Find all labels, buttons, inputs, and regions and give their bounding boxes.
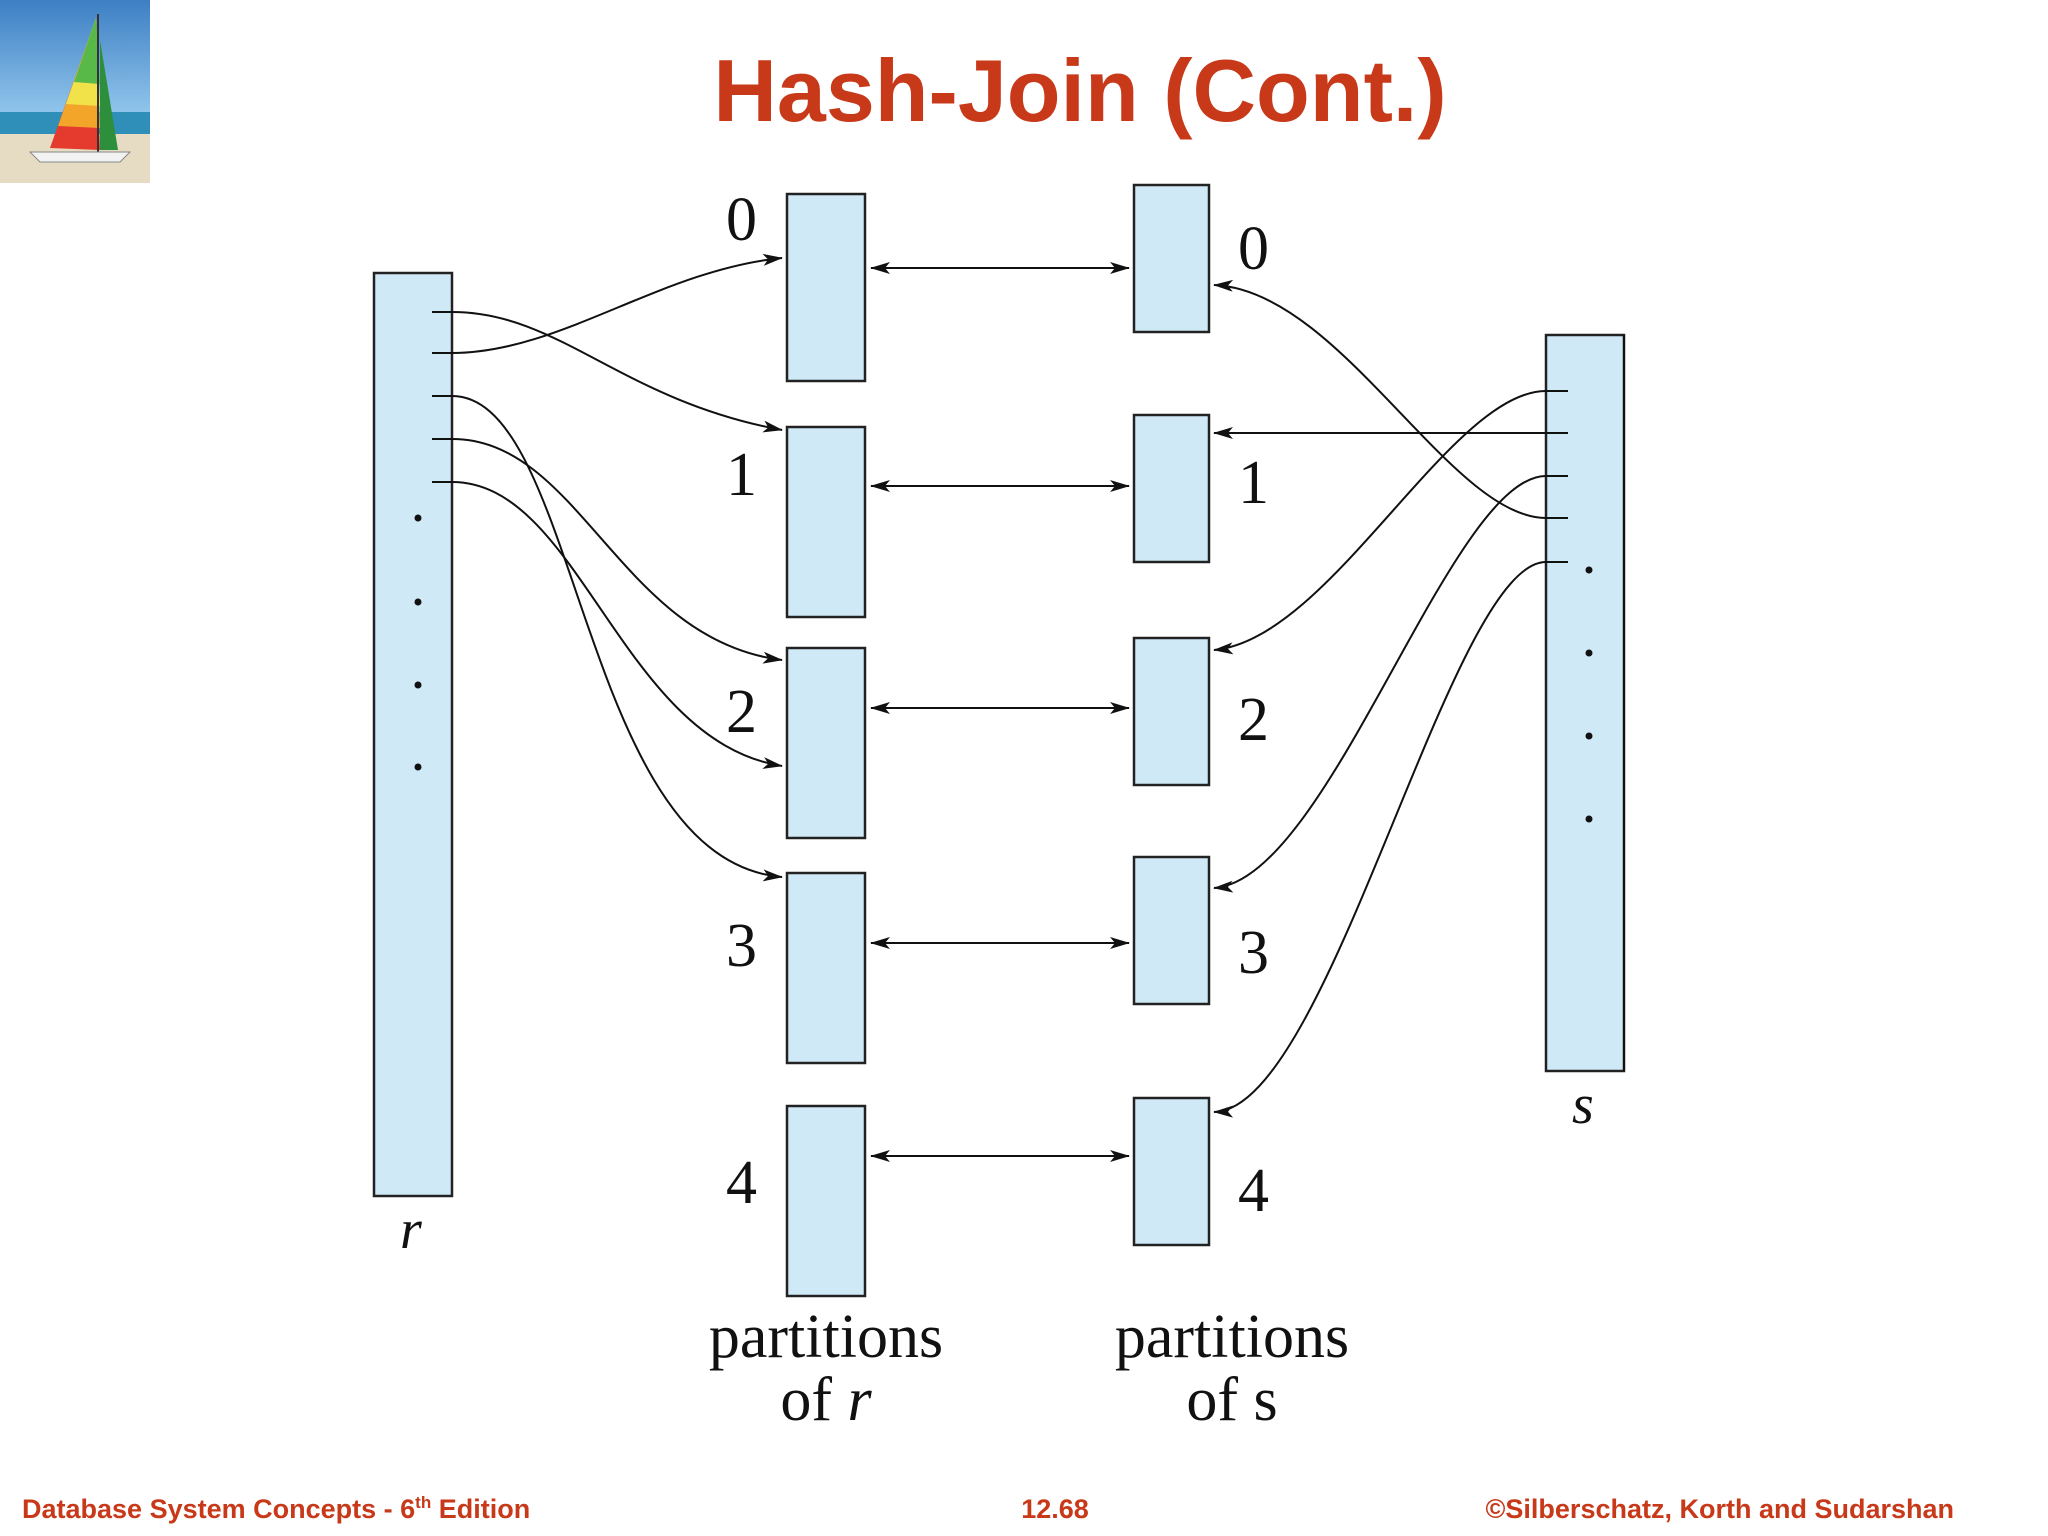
s-hash-arrows [1213,279,1547,1118]
r-ellipsis-dots [414,514,422,771]
s-partition-3 [1132,855,1211,1006]
caption-r-line1: partitions [709,1303,943,1371]
sailboat-logo [0,0,150,183]
s-partition-2 [1132,636,1211,787]
r-hash-arrows [451,253,783,882]
s-ellipsis-dots [1585,566,1593,823]
caption-r-line2: of r [780,1366,872,1434]
r-partition-4 [785,1104,867,1298]
s-partition-number-0: 0 [1238,215,1269,283]
s-tuple-stubs [1546,390,1568,563]
r-partition-3 [785,871,867,1065]
partition-join-arrows [870,262,1130,1162]
r-partition-2 [785,646,867,840]
s-partition-number-4: 4 [1238,1157,1269,1225]
s-partition-number-2: 2 [1238,686,1269,754]
r-tuple-stubs [432,311,452,483]
r-partition-number-0: 0 [726,186,757,254]
relation-s-block [1544,333,1626,1073]
relation-r-label: r [400,1199,422,1261]
s-partition-number-1: 1 [1238,449,1269,517]
s-partition-0 [1132,183,1211,334]
caption-s-line2: of s [1186,1366,1277,1434]
caption-s-line1: partitions [1115,1303,1349,1371]
s-partition-1 [1132,413,1211,564]
r-partition-number-3: 3 [726,912,757,980]
partitions-of-s-caption: partitions of s [1115,1303,1349,1434]
footer-book-title: Database System Concepts - 6th Edition [22,1493,531,1524]
r-partition-1 [785,425,867,619]
r-partition-0 [785,192,867,383]
footer-slide-number: 12.68 [1021,1494,1089,1524]
relation-r-block [372,271,454,1198]
s-partition-4 [1132,1096,1211,1247]
relation-s-label: s [1572,1074,1594,1136]
r-partition-number-2: 2 [726,678,757,746]
r-partition-number-1: 1 [726,441,757,509]
partitions-of-r-caption: partitions of r [709,1303,943,1434]
footer-copyright: ©Silberschatz, Korth and Sudarshan [1485,1494,1954,1524]
s-partition-number-3: 3 [1238,919,1269,987]
slide-title: Hash-Join (Cont.) [713,41,1447,140]
r-partition-number-4: 4 [726,1149,757,1217]
